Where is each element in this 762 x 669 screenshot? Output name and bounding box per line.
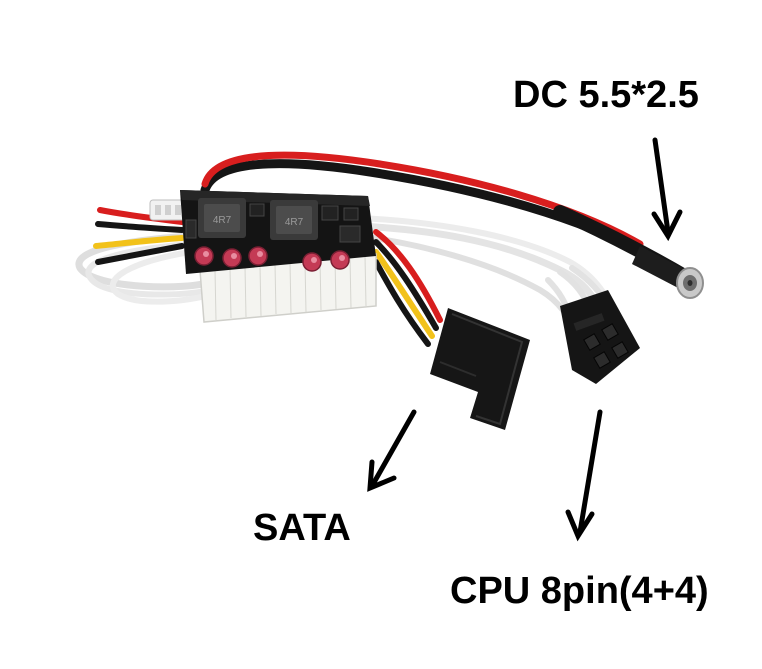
dc-barrel-jack (632, 246, 704, 299)
left-color-wires (93, 207, 185, 265)
sata-label: SATA (253, 507, 351, 549)
arrow-cpu (565, 409, 603, 542)
inductor-right: 4R7 (270, 200, 318, 240)
sata-connector (430, 308, 530, 430)
pcb-board: 4R7 4R7 (180, 190, 376, 274)
capacitors (194, 246, 350, 272)
jst-connector (149, 199, 187, 221)
atx-24pin-connector (199, 253, 377, 323)
cpu-8pin-label: CPU 8pin(4+4) (450, 570, 709, 612)
svg-text:4R7: 4R7 (285, 217, 304, 228)
cpu-8pin-connector (560, 290, 640, 384)
arrow-dc (651, 137, 683, 242)
sata-wires (373, 229, 443, 347)
arrow-sata (367, 409, 417, 492)
dc-jack-label: DC 5.5*2.5 (513, 74, 699, 116)
svg-text:4R7: 4R7 (213, 215, 232, 226)
inductor-left: 4R7 (198, 198, 246, 238)
